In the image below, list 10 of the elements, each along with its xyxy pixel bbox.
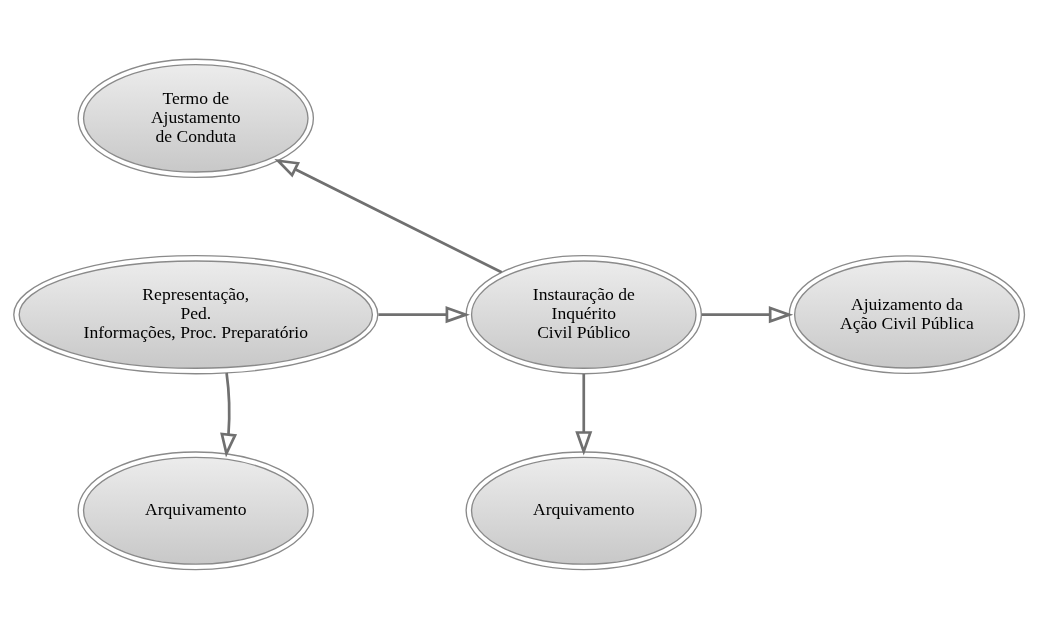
arrow (274, 158, 503, 273)
arrow (701, 305, 794, 323)
arrow (378, 305, 470, 323)
node-ellipse: Instauração de Inquérito Civil Público (465, 254, 703, 374)
node-ellipse: Representação, Ped. Informações, Proc. Preparatório (13, 254, 379, 374)
node-ellipse: Arquivamento (77, 450, 315, 570)
arrow (220, 372, 238, 458)
node-ellipse: Ajuizamento da Ação Civil Pública (788, 254, 1026, 374)
arrow (575, 373, 593, 456)
node-ellipse: Arquivamento (465, 450, 703, 570)
